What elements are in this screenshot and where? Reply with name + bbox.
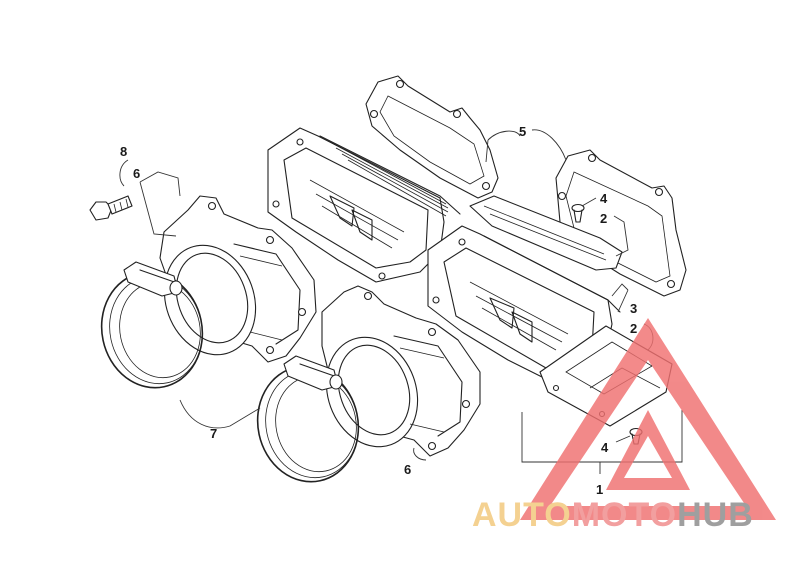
callout-3: 3 bbox=[630, 301, 637, 316]
svg-text:AUTOMOTOHUB: AUTOMOTOHUB bbox=[472, 496, 754, 534]
callout-6-lower: 6 bbox=[404, 462, 411, 477]
watermark-triangle bbox=[520, 318, 776, 520]
callout-2-lower: 2 bbox=[630, 321, 637, 336]
hose-clamp-left bbox=[100, 261, 204, 389]
part-callouts: 8 6 7 6 5 4 2 3 2 4 1 bbox=[120, 124, 637, 497]
callout-5: 5 bbox=[519, 124, 526, 139]
bolt bbox=[89, 195, 133, 221]
callout-8: 8 bbox=[120, 144, 127, 159]
intake-boot-lower bbox=[321, 285, 481, 457]
callout-4-lower: 4 bbox=[601, 440, 609, 455]
callout-1: 1 bbox=[596, 482, 603, 497]
reed-petal-upper bbox=[469, 195, 623, 271]
callout-4-upper: 4 bbox=[600, 191, 608, 206]
callout-2-upper: 2 bbox=[600, 211, 607, 226]
watermark-logo: AUTOMOTOHUB bbox=[472, 318, 776, 534]
watermark-moto: MOTO bbox=[572, 496, 677, 534]
watermark-auto: AUTO bbox=[472, 496, 572, 534]
screw-upper bbox=[571, 203, 585, 223]
gasket-upper bbox=[365, 75, 499, 199]
gasket-right bbox=[555, 149, 687, 297]
hose-clamp-right bbox=[256, 355, 360, 483]
callout-6-upper: 6 bbox=[133, 166, 140, 181]
callout-7: 7 bbox=[210, 426, 217, 441]
reed-valve-block-right bbox=[427, 225, 621, 381]
leader-lines bbox=[119, 129, 683, 474]
watermark-hub: HUB bbox=[677, 496, 754, 534]
